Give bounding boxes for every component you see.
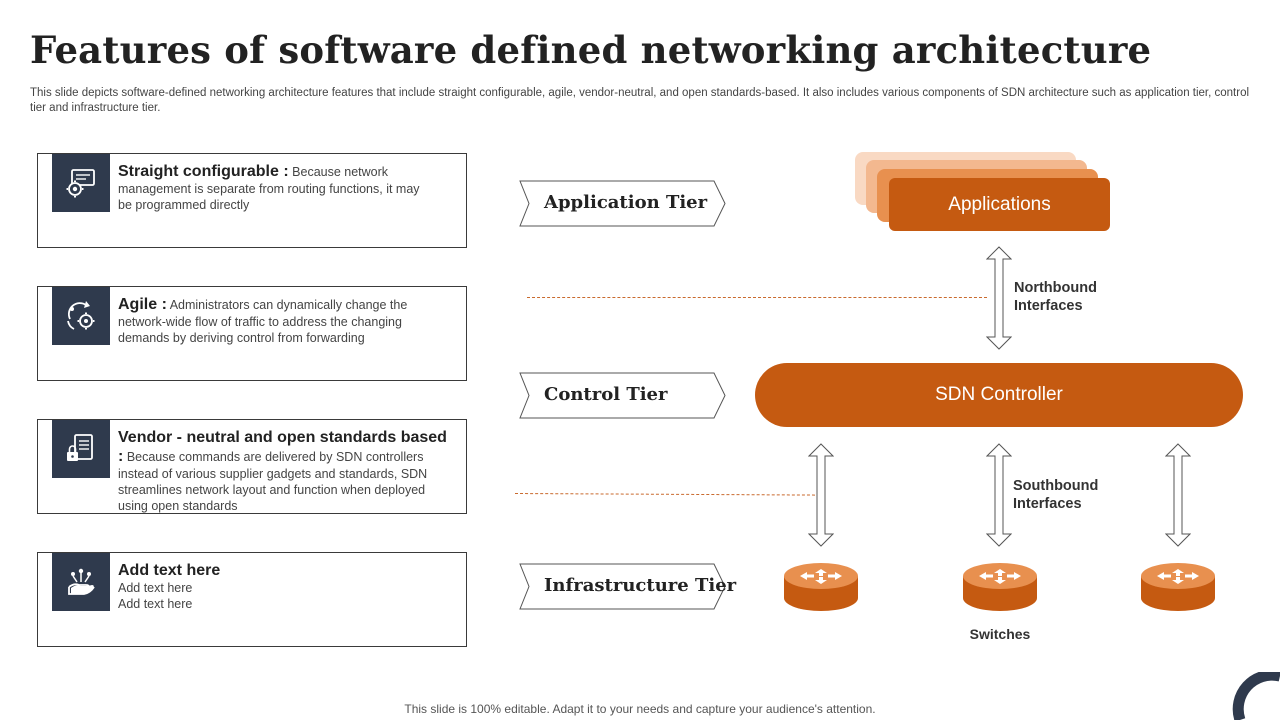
feature-line: Add text here xyxy=(118,581,193,595)
tier-application: Application Tier xyxy=(518,180,728,228)
tier-divider xyxy=(527,297,987,298)
applications-box: Applications xyxy=(889,178,1110,231)
feature-box-straight-configurable: Straight configurable : Because network … xyxy=(37,153,467,248)
tier-control: Control Tier xyxy=(518,372,728,420)
feature-line: network-wide flow of traffic to address … xyxy=(118,315,402,329)
document-lock-icon xyxy=(52,420,110,478)
sdn-controller-box: SDN Controller xyxy=(755,363,1243,427)
switch-icon xyxy=(1141,563,1215,611)
feature-head: Agile : xyxy=(118,296,167,313)
southbound-arrow xyxy=(808,443,834,547)
feature-line: using open standards xyxy=(118,499,238,513)
corner-ring-decoration xyxy=(1232,672,1280,720)
feature-box-add-text: Add text here Add text here Add text her… xyxy=(37,552,467,647)
northbound-label-line: Interfaces xyxy=(1014,298,1083,314)
tier-label: Application Tier xyxy=(544,192,708,213)
southbound-label-line: Interfaces xyxy=(1013,496,1082,512)
feature-line: Administrators can dynamically change th… xyxy=(169,298,408,312)
southbound-arrow xyxy=(1165,443,1191,547)
switch-icon xyxy=(784,563,858,611)
cycle-gear-icon xyxy=(52,287,110,345)
northbound-label: Northbound Interfaces xyxy=(1014,279,1097,315)
feature-head: Straight configurable : xyxy=(118,163,289,180)
page-subtitle: This slide depicts software-defined netw… xyxy=(30,87,1250,114)
feature-box-vendor-neutral: Vendor - neutral and open standards base… xyxy=(37,419,467,514)
feature-line: Because commands are delivered by SDN co… xyxy=(126,450,424,464)
settings-monitor-icon xyxy=(52,154,110,212)
feature-line: management is separate from routing func… xyxy=(118,182,420,196)
feature-line: streamlines network layout and function … xyxy=(118,483,426,497)
footer-note: This slide is 100% editable. Adapt it to… xyxy=(404,702,876,716)
switch-icon xyxy=(963,563,1037,611)
feature-line: be programmed directly xyxy=(118,198,250,212)
feature-head: Vendor - neutral and open standards base… xyxy=(118,429,447,465)
southbound-label: Southbound Interfaces xyxy=(1013,477,1098,513)
feature-head: Add text here xyxy=(118,562,221,579)
southbound-arrow xyxy=(986,443,1012,547)
tier-label: Infrastructure Tier xyxy=(544,575,737,596)
feature-line: demands by deriving control from forward… xyxy=(118,331,365,345)
feature-line: Add text here xyxy=(118,597,193,611)
feature-line: Because network xyxy=(292,165,389,179)
feature-line: instead of various supplier gadgets and … xyxy=(118,467,428,481)
page-title: Features of software defined networking … xyxy=(30,28,1152,72)
southbound-label-line: Southbound xyxy=(1013,478,1099,494)
northbound-arrow xyxy=(986,246,1012,350)
tier-divider xyxy=(514,493,815,496)
feature-box-agile: Agile : Administrators can dynamically c… xyxy=(37,286,467,381)
northbound-label-line: Northbound xyxy=(1014,280,1097,296)
hand-network-icon xyxy=(52,553,110,611)
switches-label: Switches xyxy=(969,626,1031,642)
tier-infrastructure: Infrastructure Tier xyxy=(518,563,736,611)
tier-label: Control Tier xyxy=(544,384,668,405)
